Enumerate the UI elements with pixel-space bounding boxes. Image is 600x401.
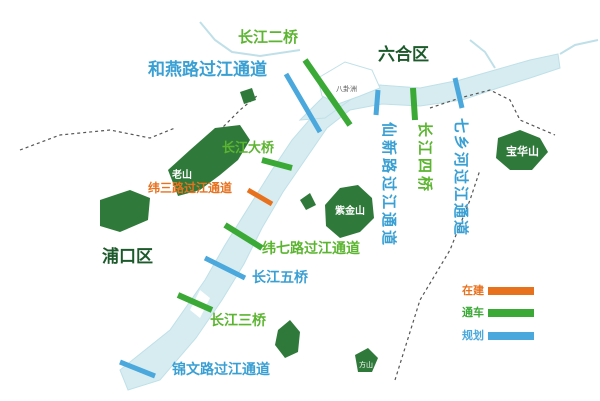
- crossing-xian-xin-lu: [373, 89, 381, 116]
- tributaries: [199, 21, 599, 69]
- baguazhou-island: [317, 61, 381, 105]
- lao-shan-west: [100, 190, 150, 232]
- label-chang-wu-qiao: 长江五桥: [252, 269, 309, 286]
- label-ba-gua-zhou: 八卦洲: [336, 84, 357, 93]
- label-chang-er-qiao: 长江二桥: [238, 28, 299, 46]
- crossing-jin-wen-lu: [119, 359, 156, 379]
- label-liu-he-qu: 六合区: [378, 44, 429, 65]
- mountains: [100, 88, 548, 372]
- legend-swatch-tong-che: [488, 309, 534, 317]
- zijin-shan-mountain: [325, 185, 374, 238]
- label-pu-kou-qu: 浦口区: [102, 246, 153, 267]
- crossing-he-yan-lu: [283, 72, 323, 134]
- crossing-chang-er-qiao: [302, 58, 353, 127]
- crossing-qi-xiang-he: [452, 77, 465, 109]
- lao-shan-mountain: [168, 125, 250, 196]
- jiangning-hill: [275, 320, 300, 358]
- label-xian-xin-lu: 仙新路过江通道: [380, 122, 398, 248]
- crossing-wei-qi-lu: [223, 222, 264, 251]
- small-hill-mid: [300, 193, 316, 210]
- label-fang-shan: 方山: [359, 360, 373, 369]
- label-chang-da-qiao: 长江大桥: [222, 140, 275, 156]
- small-hill-n: [240, 88, 256, 104]
- crossing-chang-si-qiao: [410, 87, 418, 121]
- label-jin-wen-lu: 锦文路过江通道: [172, 361, 270, 378]
- label-lao-shan: 老山: [171, 168, 192, 181]
- legend-swatch-gui-hua: [488, 332, 534, 340]
- crossing-wei-san-lu: [246, 187, 274, 207]
- legend-swatch-zai-jian: [488, 287, 534, 295]
- legend: 在建 通车 规划: [462, 283, 534, 342]
- label-chang-san-qiao: 长江三桥: [210, 312, 267, 329]
- label-he-yan-lu: 和燕路过江通道: [148, 59, 267, 80]
- river-crossings: [119, 58, 465, 379]
- label-wei-san-lu: 纬三路过江通道: [148, 180, 232, 195]
- legend-label-zai-jian: 在建: [462, 283, 485, 297]
- baohua-shan-mountain: [496, 130, 548, 170]
- crossing-chang-wu-qiao: [203, 255, 247, 281]
- legend-label-gui-hua: 规划: [462, 328, 484, 342]
- label-qi-xiang-he: 七乡河过江通道: [452, 118, 470, 237]
- label-zi-jin-shan: 紫金山: [335, 204, 365, 217]
- fang-shan-mountain: [355, 348, 378, 372]
- label-chang-si-qiao: 长江四桥: [416, 122, 434, 194]
- label-bao-hua-shan: 宝华山: [506, 144, 539, 158]
- map-labels: 长江二桥 和燕路过江通道 六合区 八卦洲 仙新路过江通道 长江四桥 七乡河过江通…: [102, 28, 539, 378]
- legend-label-tong-che: 通车: [462, 305, 484, 319]
- label-wei-qi-lu: 纬七路过江通道: [262, 240, 360, 257]
- crossing-chang-da-qiao: [261, 157, 293, 171]
- crossing-chang-san-qiao: [176, 292, 214, 313]
